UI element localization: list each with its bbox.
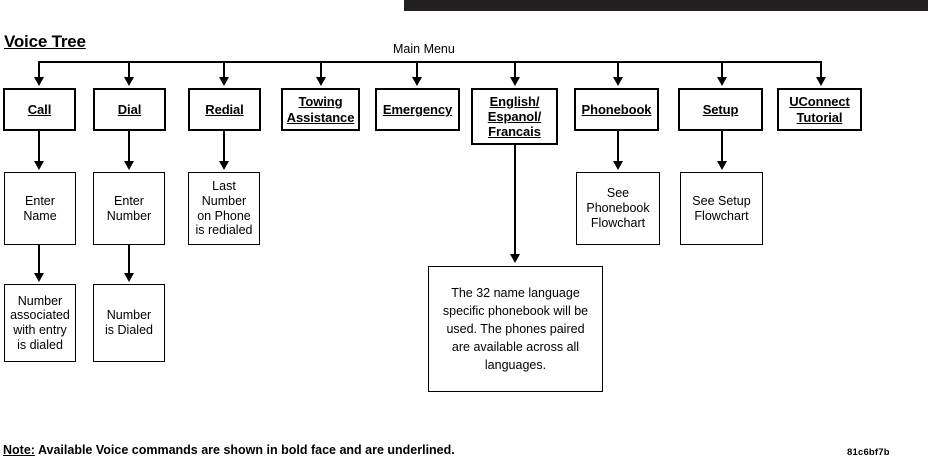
node-language-label-line3: Francais	[488, 124, 541, 140]
connector-stub-redial	[223, 61, 225, 79]
node-number-is-dialed[interactable]: Number is Dialed	[93, 284, 165, 362]
node-number-dialed-label-line2: is Dialed	[105, 323, 153, 337]
node-number-associated-dialed[interactable]: Number associated with entry is dialed	[4, 284, 76, 362]
node-see-phonebook-label-line2: Phonebook	[586, 201, 650, 216]
arrowhead-last-number	[219, 161, 229, 170]
page-title: Voice Tree	[4, 32, 86, 51]
connector-stub-emergency	[416, 61, 418, 79]
arrowhead-towing	[316, 77, 326, 86]
footer-note-text: Available Voice commands are shown in bo…	[34, 443, 455, 457]
connector-enter-name-to-number-associated	[38, 245, 40, 275]
connector-enter-number-to-number-dialed	[128, 245, 130, 275]
node-enter-name-label-line1: Enter	[25, 193, 55, 208]
node-call-label: Call	[27, 101, 52, 117]
node-number-associated-label-line3: with entry	[13, 323, 67, 337]
node-redial[interactable]: Redial	[188, 88, 261, 131]
node-see-setup-flowchart[interactable]: See Setup Flowchart	[680, 172, 763, 245]
connector-stub-dial	[128, 61, 130, 79]
node-uconnect-tutorial-label-line2: Tutorial	[796, 109, 843, 125]
node-setup[interactable]: Setup	[678, 88, 763, 131]
node-emergency[interactable]: Emergency	[375, 88, 460, 131]
node-last-number-label-line4: is redialed	[195, 223, 253, 238]
connector-stub-setup	[721, 61, 723, 79]
node-language-label-line1: English/	[489, 93, 540, 109]
node-see-setup-label-line1: See Setup	[692, 193, 751, 208]
footer-note: Note: Available Voice commands are shown…	[3, 443, 455, 457]
connector-stub-language	[514, 61, 516, 79]
node-language-note[interactable]: The 32 name language specific phonebook …	[428, 266, 603, 392]
connector-stub-phonebook	[617, 61, 619, 79]
arrowhead-dial	[124, 77, 134, 86]
document-code: 81c6bf7b	[847, 447, 890, 458]
node-language-label-line2: Espanol/	[487, 108, 542, 124]
arrowhead-enter-number	[124, 161, 134, 170]
node-emergency-label: Emergency	[382, 101, 453, 117]
arrowhead-enter-name	[34, 161, 44, 170]
node-number-associated-label-line4: is dialed	[17, 337, 63, 352]
connector-main-bus	[38, 61, 822, 63]
node-towing-assistance-label-line2: Assistance	[286, 109, 355, 125]
node-language[interactable]: English/ Espanol/ Francais	[471, 88, 558, 145]
node-enter-number[interactable]: Enter Number	[93, 172, 165, 245]
node-phonebook-label: Phonebook	[581, 101, 652, 117]
node-see-phonebook-label-line3: Flowchart	[590, 215, 646, 230]
node-enter-name-label-line2: Name	[23, 208, 57, 223]
arrowhead-phonebook	[613, 77, 623, 86]
node-towing-assistance-label-line1: Towing	[298, 94, 343, 110]
arrowhead-number-associated	[34, 273, 44, 282]
connector-setup-to-see-setup	[721, 131, 723, 163]
node-see-phonebook-flowchart[interactable]: See Phonebook Flowchart	[576, 172, 660, 245]
connector-phonebook-to-see-phonebook	[617, 131, 619, 163]
arrowhead-setup	[717, 77, 727, 86]
root-label-main-menu: Main Menu	[393, 42, 455, 56]
node-setup-label: Setup	[702, 101, 739, 117]
node-language-note-label: The 32 name language specific phonebook …	[442, 285, 589, 373]
arrowhead-language	[510, 77, 520, 86]
node-enter-number-label-line1: Enter	[114, 193, 144, 208]
node-number-associated-label-line1: Number	[17, 293, 63, 308]
node-redial-label: Redial	[205, 101, 244, 117]
connector-redial-to-last-number	[223, 131, 225, 163]
node-uconnect-tutorial-label-line1: UConnect	[789, 94, 850, 110]
node-last-number-redialed[interactable]: Last Number on Phone is redialed	[188, 172, 260, 245]
top-banner-bar	[404, 0, 928, 11]
connector-stub-call	[38, 61, 40, 79]
node-number-dialed-label-line1: Number	[106, 308, 152, 323]
node-phonebook[interactable]: Phonebook	[574, 88, 659, 131]
node-towing-assistance[interactable]: Towing Assistance	[281, 88, 360, 131]
node-see-phonebook-label-line1: See	[606, 186, 630, 201]
arrowhead-call	[34, 77, 44, 86]
arrowhead-language-note	[510, 254, 520, 263]
node-number-associated-label-line2: associated	[10, 308, 70, 323]
connector-language-to-note	[514, 145, 516, 255]
footer-note-keyword: Note:	[3, 443, 35, 457]
arrowhead-number-dialed	[124, 273, 134, 282]
node-call[interactable]: Call	[3, 88, 76, 131]
arrowhead-emergency	[412, 77, 422, 86]
node-dial[interactable]: Dial	[93, 88, 166, 131]
connector-stub-uconnect	[820, 61, 822, 79]
node-uconnect-tutorial[interactable]: UConnect Tutorial	[777, 88, 862, 131]
node-last-number-label-line3: on Phone	[197, 208, 251, 223]
node-dial-label: Dial	[117, 101, 142, 117]
node-last-number-label-line2: Number	[201, 193, 247, 208]
node-enter-number-label-line2: Number	[106, 208, 152, 223]
arrowhead-see-phonebook	[613, 161, 623, 170]
connector-call-to-enter-name	[38, 131, 40, 163]
node-see-setup-label-line2: Flowchart	[694, 208, 749, 223]
arrowhead-redial	[219, 77, 229, 86]
node-enter-name[interactable]: Enter Name	[4, 172, 76, 245]
arrowhead-see-setup	[717, 161, 727, 170]
arrowhead-uconnect	[816, 77, 826, 86]
connector-stub-towing	[320, 61, 322, 79]
connector-dial-to-enter-number	[128, 131, 130, 163]
node-last-number-label-line1: Last	[212, 179, 236, 193]
